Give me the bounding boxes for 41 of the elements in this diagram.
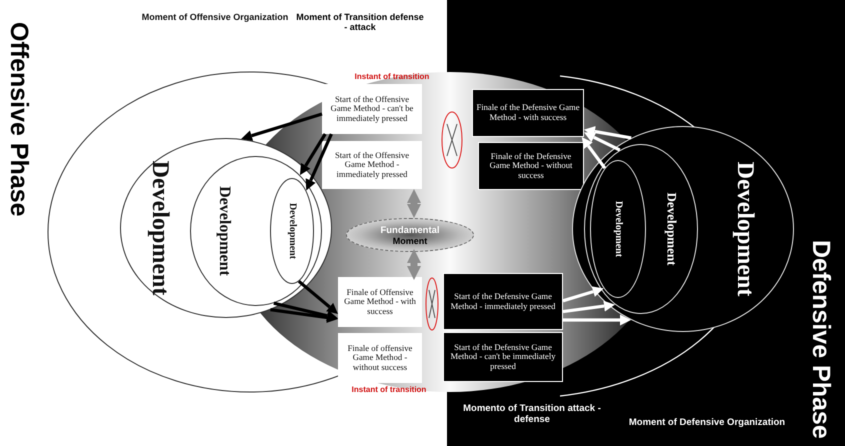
section-label: Instant of transition xyxy=(350,385,428,394)
text-box: Finale of Offensive Game Method - with success xyxy=(338,277,422,327)
text-box: Start of the Defensive Game Method - can't be immediately pressed xyxy=(443,332,563,382)
section-label: Moment of Offensive Organization xyxy=(140,12,290,22)
section-label: Moment of Defensive Organization xyxy=(628,418,786,429)
ellipse-node xyxy=(590,160,646,298)
arrow xyxy=(298,280,338,314)
node-label: Development xyxy=(733,162,757,296)
node-label: Development xyxy=(216,186,232,276)
arrow xyxy=(241,112,322,141)
ellipse-node xyxy=(190,156,322,306)
text-box: Finale of the Defensive Game Method - with success xyxy=(472,89,584,137)
arrow xyxy=(584,126,632,140)
node-label: Moment xyxy=(392,236,428,246)
arrow xyxy=(582,136,606,170)
arrow xyxy=(563,314,631,326)
arrow xyxy=(584,132,620,152)
node-label: Development xyxy=(613,200,623,258)
text-box: Start of the Offensive Game Method - immediately pressed xyxy=(322,141,422,189)
ellipse-node xyxy=(270,178,314,284)
phase-title: Defensive Phase xyxy=(806,240,835,439)
phase-title: Offensive Phase xyxy=(4,22,33,217)
arrow xyxy=(562,286,604,302)
section-label: Momento of Transition attack - defense xyxy=(462,404,602,426)
section-label: Instant of transition xyxy=(354,72,430,82)
text-box: Finale of the Defensive Game Method - without success xyxy=(478,142,584,190)
arrow xyxy=(270,308,338,323)
text-box: Start of the Offensive Game Method - can't be immediately pressed xyxy=(322,84,422,134)
text-box: Start of the Defensive Game Method - immediately pressed xyxy=(443,273,563,330)
arrow xyxy=(300,133,327,176)
arrow xyxy=(562,300,615,314)
node-label: Fundamental xyxy=(380,224,440,236)
section-label: Moment of Transition defense - attack xyxy=(296,12,424,33)
arrow xyxy=(407,189,421,218)
arrow xyxy=(407,249,421,280)
node-label: Development xyxy=(666,192,678,266)
arrow xyxy=(273,302,338,322)
arrow xyxy=(306,133,333,191)
text-box: Finale of offensive Game Method - without success xyxy=(338,333,422,383)
node-label: Development xyxy=(287,202,297,260)
node-label: Development xyxy=(148,160,172,296)
